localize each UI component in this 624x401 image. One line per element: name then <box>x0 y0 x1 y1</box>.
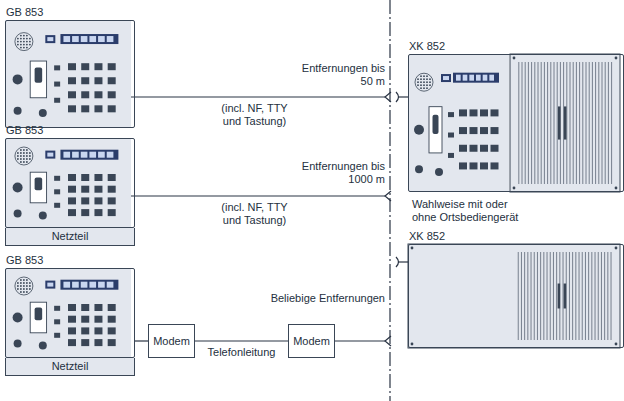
device-housing <box>5 20 135 128</box>
note-label: Beliebige Entfernungen <box>225 292 385 305</box>
cable-line <box>334 340 385 341</box>
cable-line <box>131 96 385 97</box>
rack-unit <box>510 54 620 192</box>
cable-line <box>131 195 385 196</box>
control-panel-face <box>5 268 131 358</box>
device-housing <box>5 138 135 228</box>
device-unit: GB 853Netzteil <box>5 124 135 246</box>
control-panel-face <box>5 20 131 128</box>
power-supply-band: Netzteil <box>5 358 135 376</box>
device-housing <box>5 268 135 358</box>
device-name: GB 853 <box>5 254 135 268</box>
device-unit: XK 852 <box>408 40 624 192</box>
plug-symbol <box>385 336 391 346</box>
note-label: Wahlweise mit oder ohne Ortsbediengerät <box>412 198 534 224</box>
socket-line <box>399 96 408 97</box>
note-label: (incl. NF, TTY und Tastung) <box>212 102 297 128</box>
modem-box: Modem <box>288 324 335 358</box>
device-unit: GB 853Netzteil <box>5 254 135 376</box>
device-name: GB 853 <box>5 6 135 20</box>
connection-label: Telefonleitung <box>206 346 278 359</box>
connection-line <box>135 340 148 341</box>
box-label: Modem <box>153 335 190 348</box>
plug-symbol <box>385 191 391 201</box>
socket-line <box>399 261 408 262</box>
connection-line <box>195 340 288 341</box>
device-faces <box>5 20 620 358</box>
socket-symbol <box>396 92 399 102</box>
control-panel-face <box>409 55 509 191</box>
power-supply-band: Netzteil <box>5 228 135 246</box>
device-name: GB 853 <box>5 124 135 138</box>
control-panel-face <box>5 138 131 228</box>
device-unit: GB 853 <box>5 6 135 128</box>
box-label: Modem <box>293 335 330 348</box>
device-name: XK 852 <box>408 40 624 54</box>
note-label: Entfernungen bis 1000 m <box>300 160 385 186</box>
note-label: (incl. NF, TTY und Tastung) <box>212 201 297 227</box>
note-label: Entfernungen bis 50 m <box>300 62 385 88</box>
device-housing <box>408 54 624 192</box>
socket-symbol <box>396 257 399 267</box>
plug-symbol <box>385 92 391 102</box>
device-housing <box>408 244 624 348</box>
wires <box>131 0 408 401</box>
device-name: XK 852 <box>408 230 624 244</box>
rack-unit <box>408 244 620 348</box>
modem-box: Modem <box>148 324 195 358</box>
device-unit: XK 852 <box>408 230 624 348</box>
